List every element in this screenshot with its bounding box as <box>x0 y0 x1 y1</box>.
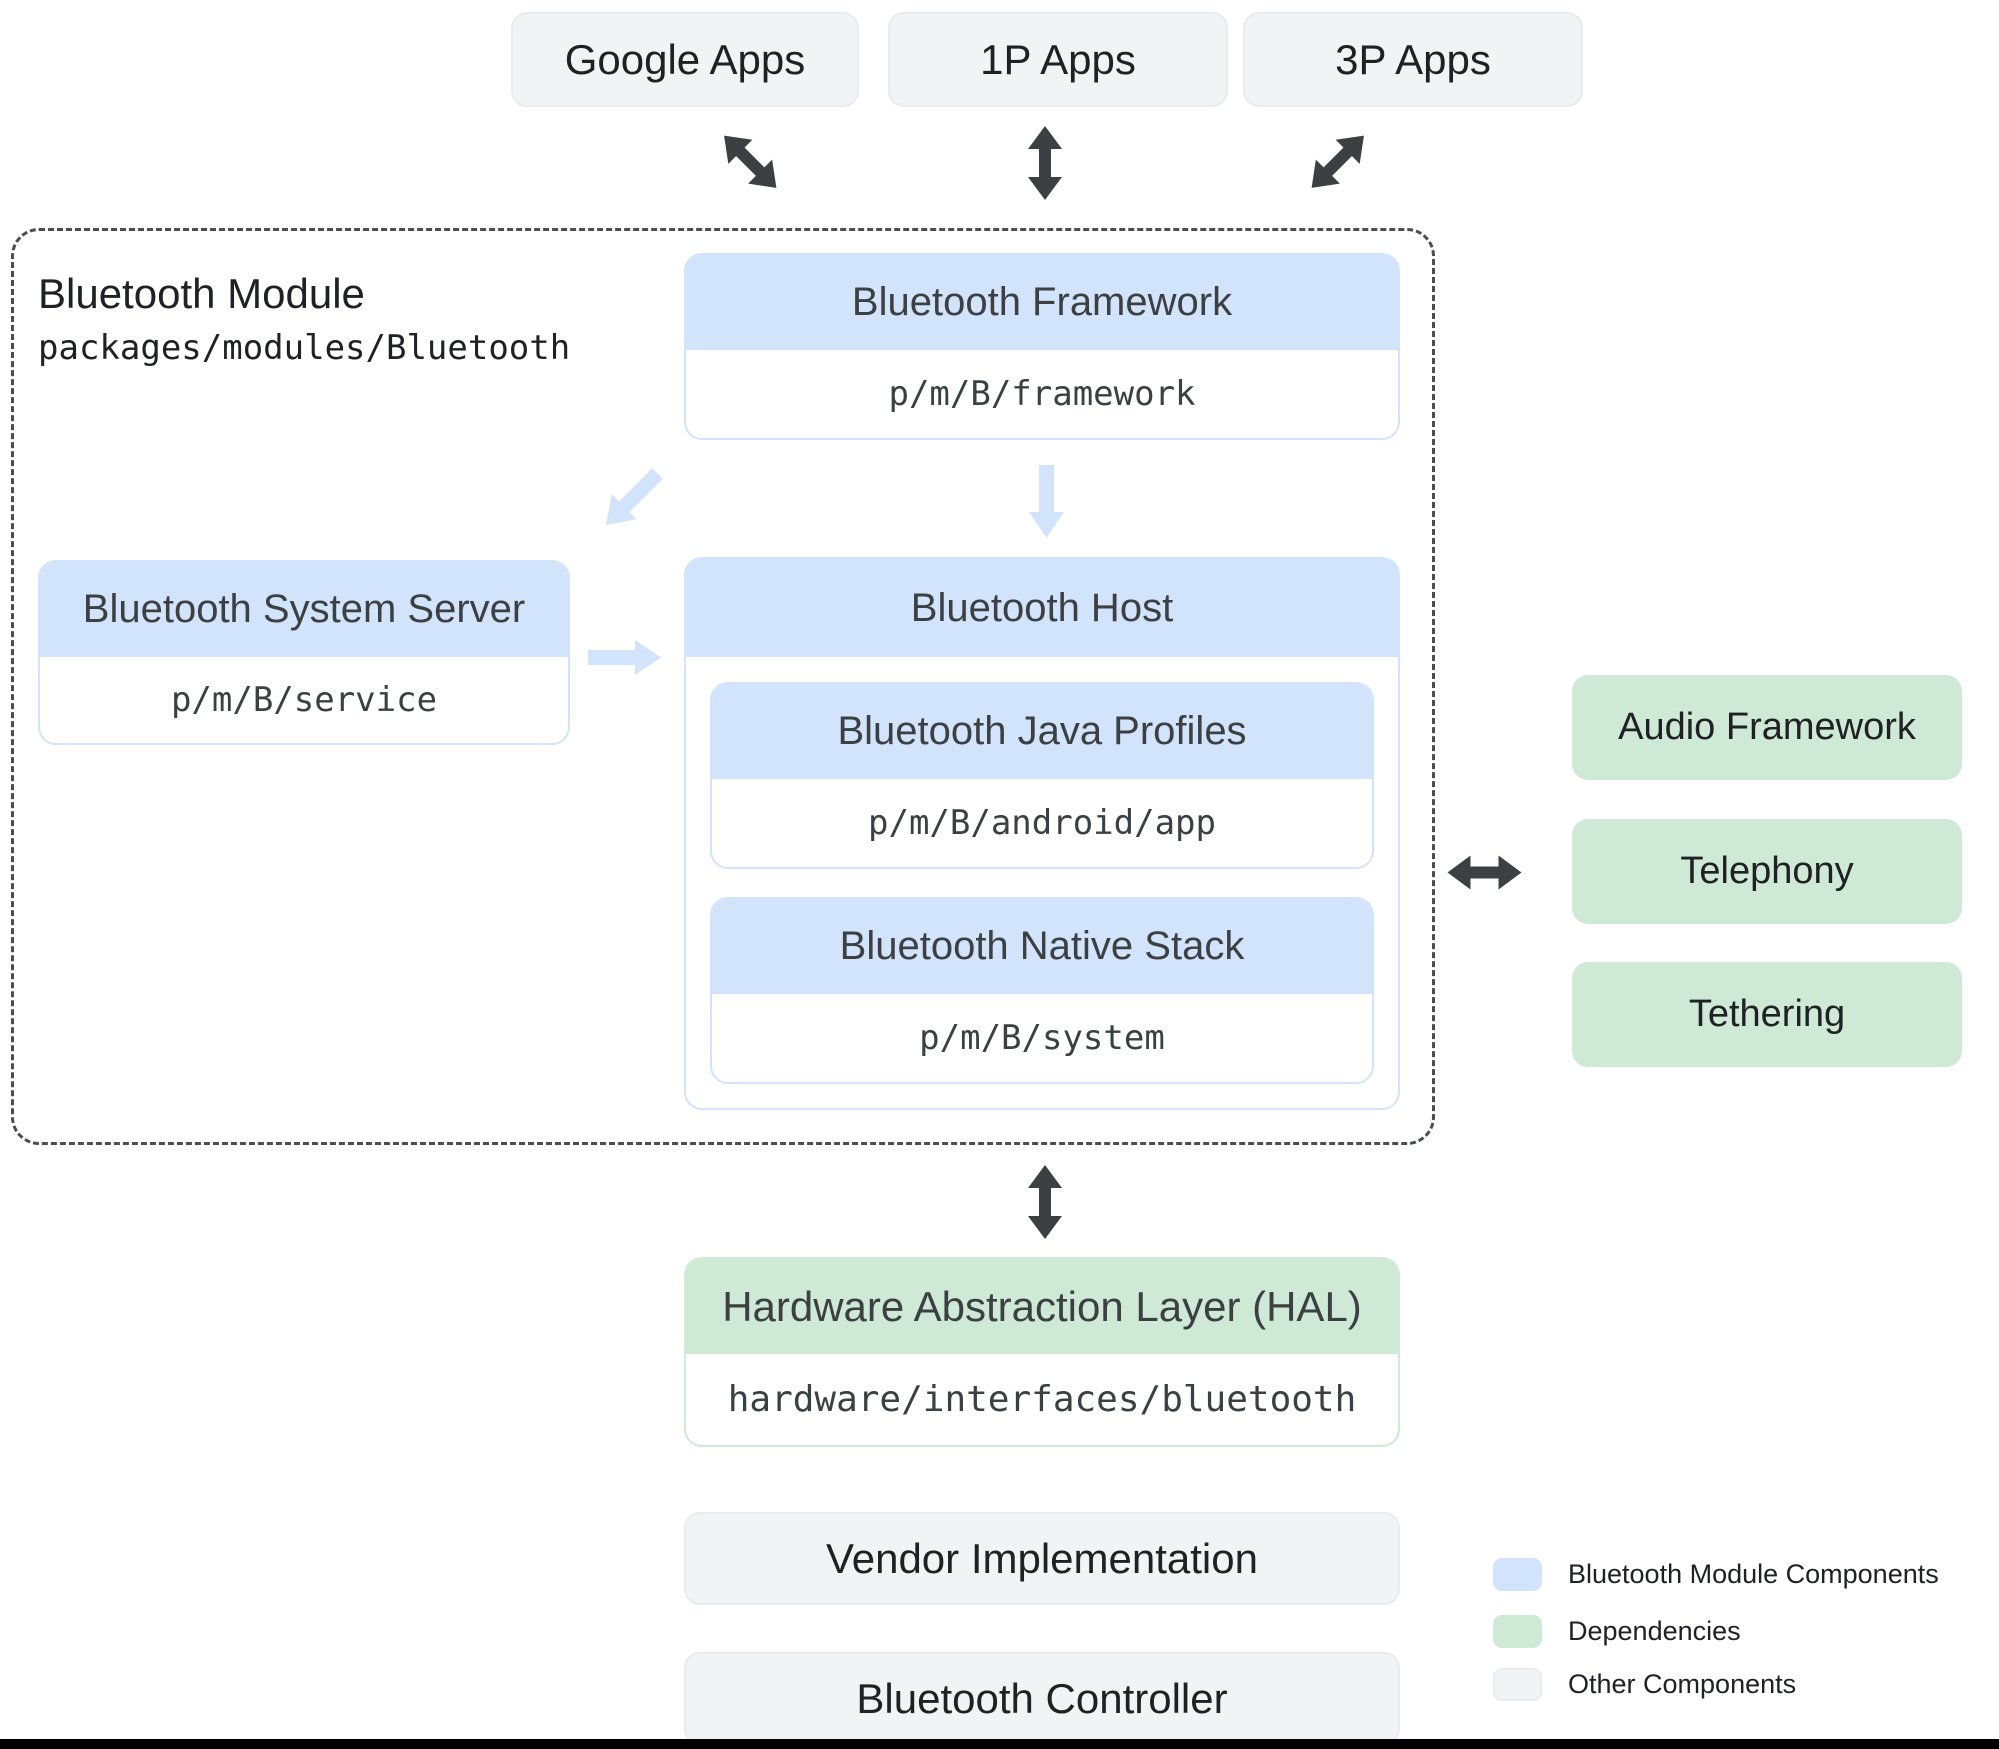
bluetooth-module-container <box>11 228 1435 1145</box>
first-party-apps-label: 1P Apps <box>980 35 1136 83</box>
bidirectional-vertical-arrow-icon <box>1027 125 1063 206</box>
google-apps-box: Google Apps <box>511 12 859 107</box>
legend-swatch-green <box>1493 1615 1542 1648</box>
vendor-implementation-label: Vendor Implementation <box>826 1534 1258 1582</box>
first-party-apps-box: 1P Apps <box>888 12 1228 107</box>
bluetooth-native-stack-header: Bluetooth Native Stack <box>712 899 1372 994</box>
third-party-apps-box: 3P Apps <box>1243 12 1583 107</box>
bidirectional-diagonal-arrow-icon <box>711 122 794 205</box>
bidirectional-vertical-arrow-icon <box>1027 1164 1063 1245</box>
legend-swatch-gray <box>1493 1668 1542 1701</box>
bluetooth-system-server-box: Bluetooth System Server p/m/B/service <box>38 560 570 745</box>
audio-framework-label: Audio Framework <box>1618 706 1916 748</box>
tethering-box: Tethering <box>1572 962 1962 1067</box>
bluetooth-java-profiles-box: Bluetooth Java Profiles p/m/B/android/ap… <box>710 682 1374 869</box>
bluetooth-system-server-path: p/m/B/service <box>170 680 438 720</box>
bluetooth-host-box: Bluetooth Host Bluetooth Java Profiles p… <box>684 557 1400 1110</box>
legend-swatch-blue <box>1493 1558 1542 1591</box>
hal-path: hardware/interfaces/bluetooth <box>727 1379 1357 1420</box>
bluetooth-java-profiles-title: Bluetooth Java Profiles <box>837 709 1247 753</box>
telephony-label: Telephony <box>1680 850 1854 892</box>
vendor-implementation-box: Vendor Implementation <box>684 1512 1400 1605</box>
bluetooth-native-stack-title: Bluetooth Native Stack <box>839 924 1245 968</box>
audio-framework-box: Audio Framework <box>1572 675 1962 780</box>
bluetooth-framework-path: p/m/B/framework <box>888 374 1196 414</box>
bluetooth-host-body: Bluetooth Java Profiles p/m/B/android/ap… <box>686 657 1398 1108</box>
bottom-edge-bar <box>0 1739 1999 1749</box>
third-party-apps-label: 3P Apps <box>1335 35 1491 83</box>
hal-box: Hardware Abstraction Layer (HAL) hardwar… <box>684 1257 1400 1447</box>
bluetooth-native-stack-box: Bluetooth Native Stack p/m/B/system <box>710 897 1374 1084</box>
flow-down-arrow-icon <box>1028 464 1065 545</box>
bluetooth-framework-title: Bluetooth Framework <box>851 280 1233 324</box>
bidirectional-diagonal-arrow-icon <box>1295 122 1378 205</box>
bluetooth-controller-box: Bluetooth Controller <box>684 1652 1400 1745</box>
bidirectional-horizontal-arrow-icon <box>1442 855 1523 891</box>
bluetooth-framework-header: Bluetooth Framework <box>686 255 1398 350</box>
bluetooth-native-stack-path: p/m/B/system <box>919 1018 1165 1058</box>
legend-label-dependencies: Dependencies <box>1568 1616 1741 1646</box>
bluetooth-host-title: Bluetooth Host <box>910 585 1174 630</box>
bluetooth-controller-label: Bluetooth Controller <box>856 1674 1228 1722</box>
flow-right-arrow-icon <box>587 639 668 676</box>
bluetooth-module-path: packages/modules/Bluetooth <box>38 328 571 368</box>
hal-title: Hardware Abstraction Layer (HAL) <box>722 1282 1362 1330</box>
bluetooth-framework-box: Bluetooth Framework p/m/B/framework <box>684 253 1400 440</box>
bluetooth-module-title: Bluetooth Module <box>38 270 365 317</box>
legend-row-dependencies: Dependencies <box>1493 1615 1741 1648</box>
hal-header: Hardware Abstraction Layer (HAL) <box>686 1259 1398 1354</box>
bluetooth-system-server-header: Bluetooth System Server <box>40 562 568 657</box>
tethering-label: Tethering <box>1688 993 1846 1035</box>
legend-row-other-components: Other Components <box>1493 1668 1796 1701</box>
legend-label-module-components: Bluetooth Module Components <box>1568 1559 1939 1589</box>
bluetooth-system-server-title: Bluetooth System Server <box>82 587 526 631</box>
google-apps-label: Google Apps <box>564 35 806 83</box>
legend-label-other-components: Other Components <box>1568 1669 1797 1699</box>
bluetooth-java-profiles-path: p/m/B/android/app <box>868 803 1216 843</box>
bluetooth-java-profiles-header: Bluetooth Java Profiles <box>712 684 1372 779</box>
legend-row-module-components: Bluetooth Module Components <box>1493 1558 1939 1591</box>
telephony-box: Telephony <box>1572 819 1962 924</box>
bluetooth-host-header: Bluetooth Host <box>686 559 1398 657</box>
